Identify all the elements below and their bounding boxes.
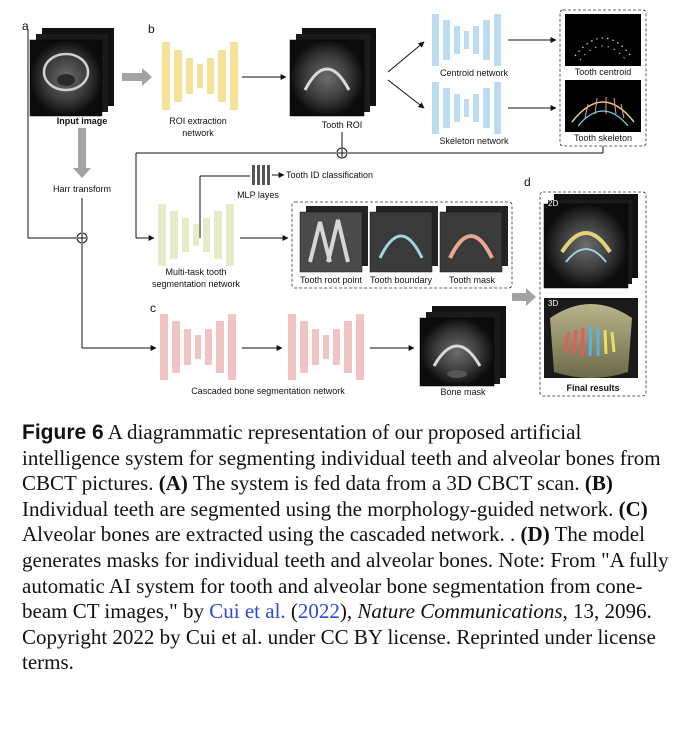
bone-mask-stack [419, 306, 506, 387]
caption-text-7: ), [339, 599, 358, 624]
caption-journal: Nature Communications [357, 599, 563, 624]
caption-text-2: The system is fed data from a 3D CBCT sc… [187, 471, 585, 496]
roi-network-label-2: network [182, 128, 214, 138]
multitask-label-1: Multi-task tooth [165, 267, 226, 277]
caption-text-5: The model generates masks for individual… [22, 522, 669, 624]
final-results-box [539, 191, 647, 397]
tooth-skeleton-label: Tooth skeleton [574, 133, 632, 143]
arrow-to-centroid [387, 41, 425, 73]
input-image-stack [29, 28, 114, 117]
system-diagram: a b c d Input image ROI extraction netwo… [22, 9, 647, 397]
tooth-centroid-label: Tooth centroid [575, 67, 632, 77]
roi-extraction-network [162, 42, 238, 110]
tooth-root-point-label: Tooth root point [300, 275, 363, 285]
bone-network-label: Cascaded bone segmentation network [191, 386, 345, 396]
caption-text-4: Alveolar bones are extracted using the c… [22, 522, 521, 547]
panel-letter-a: a [22, 19, 29, 33]
roi-network-label-1: ROI extraction [169, 116, 227, 126]
citation-year-link[interactable]: 2022 [297, 599, 340, 624]
caption-figure-label: Figure 6 [22, 421, 104, 444]
caption-bold-d: (D) [520, 522, 550, 547]
caption-text-3: Individual teeth are segmented using the… [22, 496, 619, 521]
bone-mask-label: Bone mask [440, 387, 486, 397]
caption-text-8: , 13, 2096. Copyright 2022 by Cui et al.… [22, 599, 656, 675]
skeleton-network-label: Skeleton network [439, 136, 509, 146]
mlp-layers [252, 165, 270, 185]
multitask-network [158, 204, 234, 266]
final-3d-image [544, 298, 638, 378]
gray-arrow-input-roi [122, 68, 152, 86]
multitask-label-2: segmentation network [152, 279, 241, 289]
tooth-boundary-label: Tooth boundary [370, 275, 433, 285]
panel-letter-c: c [150, 301, 156, 315]
bone-network-1 [160, 314, 236, 380]
arrow-to-skeleton [387, 79, 425, 109]
label-3d: 3D [548, 299, 558, 308]
final-results-label: Final results [566, 383, 619, 393]
panel-letter-d: d [524, 175, 531, 189]
label-2d: 2D [548, 199, 558, 208]
multitask-outputs-box [291, 201, 513, 289]
centroid-skeleton-dashed-box [559, 9, 647, 147]
tooth-roi-stack [289, 28, 376, 117]
caption-bold-c: (C) [618, 496, 648, 521]
tooth-mask-label: Tooth mask [449, 275, 496, 285]
tooth-mask-image [439, 206, 508, 273]
final-2d-image [543, 194, 638, 289]
harr-transform-label: Harr transform [53, 184, 111, 194]
caption-text-6: ( [285, 599, 298, 624]
figure-caption: Figure 6 A diagrammatic representation o… [22, 420, 670, 676]
mlp-layers-label: MLP layes [237, 190, 279, 200]
tooth-id-label: Tooth ID classification [286, 170, 373, 180]
caption-bold-a: (A) [158, 471, 188, 496]
tooth-centroid-image [565, 14, 641, 66]
input-image-label: Input image [57, 116, 108, 126]
tooth-roi-label: Tooth ROI [322, 120, 363, 130]
gray-arrow-to-final [512, 288, 536, 306]
tooth-boundary-image [369, 206, 438, 273]
caption-text-1: A diagrammatic representation of our pro… [22, 420, 661, 496]
centroid-network [432, 14, 501, 66]
panel-letter-b: b [148, 22, 155, 36]
tooth-root-point-image [299, 206, 368, 273]
bone-network-2 [288, 314, 364, 380]
centroid-network-label: Centroid network [440, 68, 509, 78]
gray-arrow-input-harr [73, 128, 91, 178]
skeleton-network [432, 82, 501, 134]
citation-author-link[interactable]: Cui et al. [209, 599, 286, 624]
caption-bold-b: (B) [584, 471, 613, 496]
tooth-skeleton-image [565, 80, 641, 132]
